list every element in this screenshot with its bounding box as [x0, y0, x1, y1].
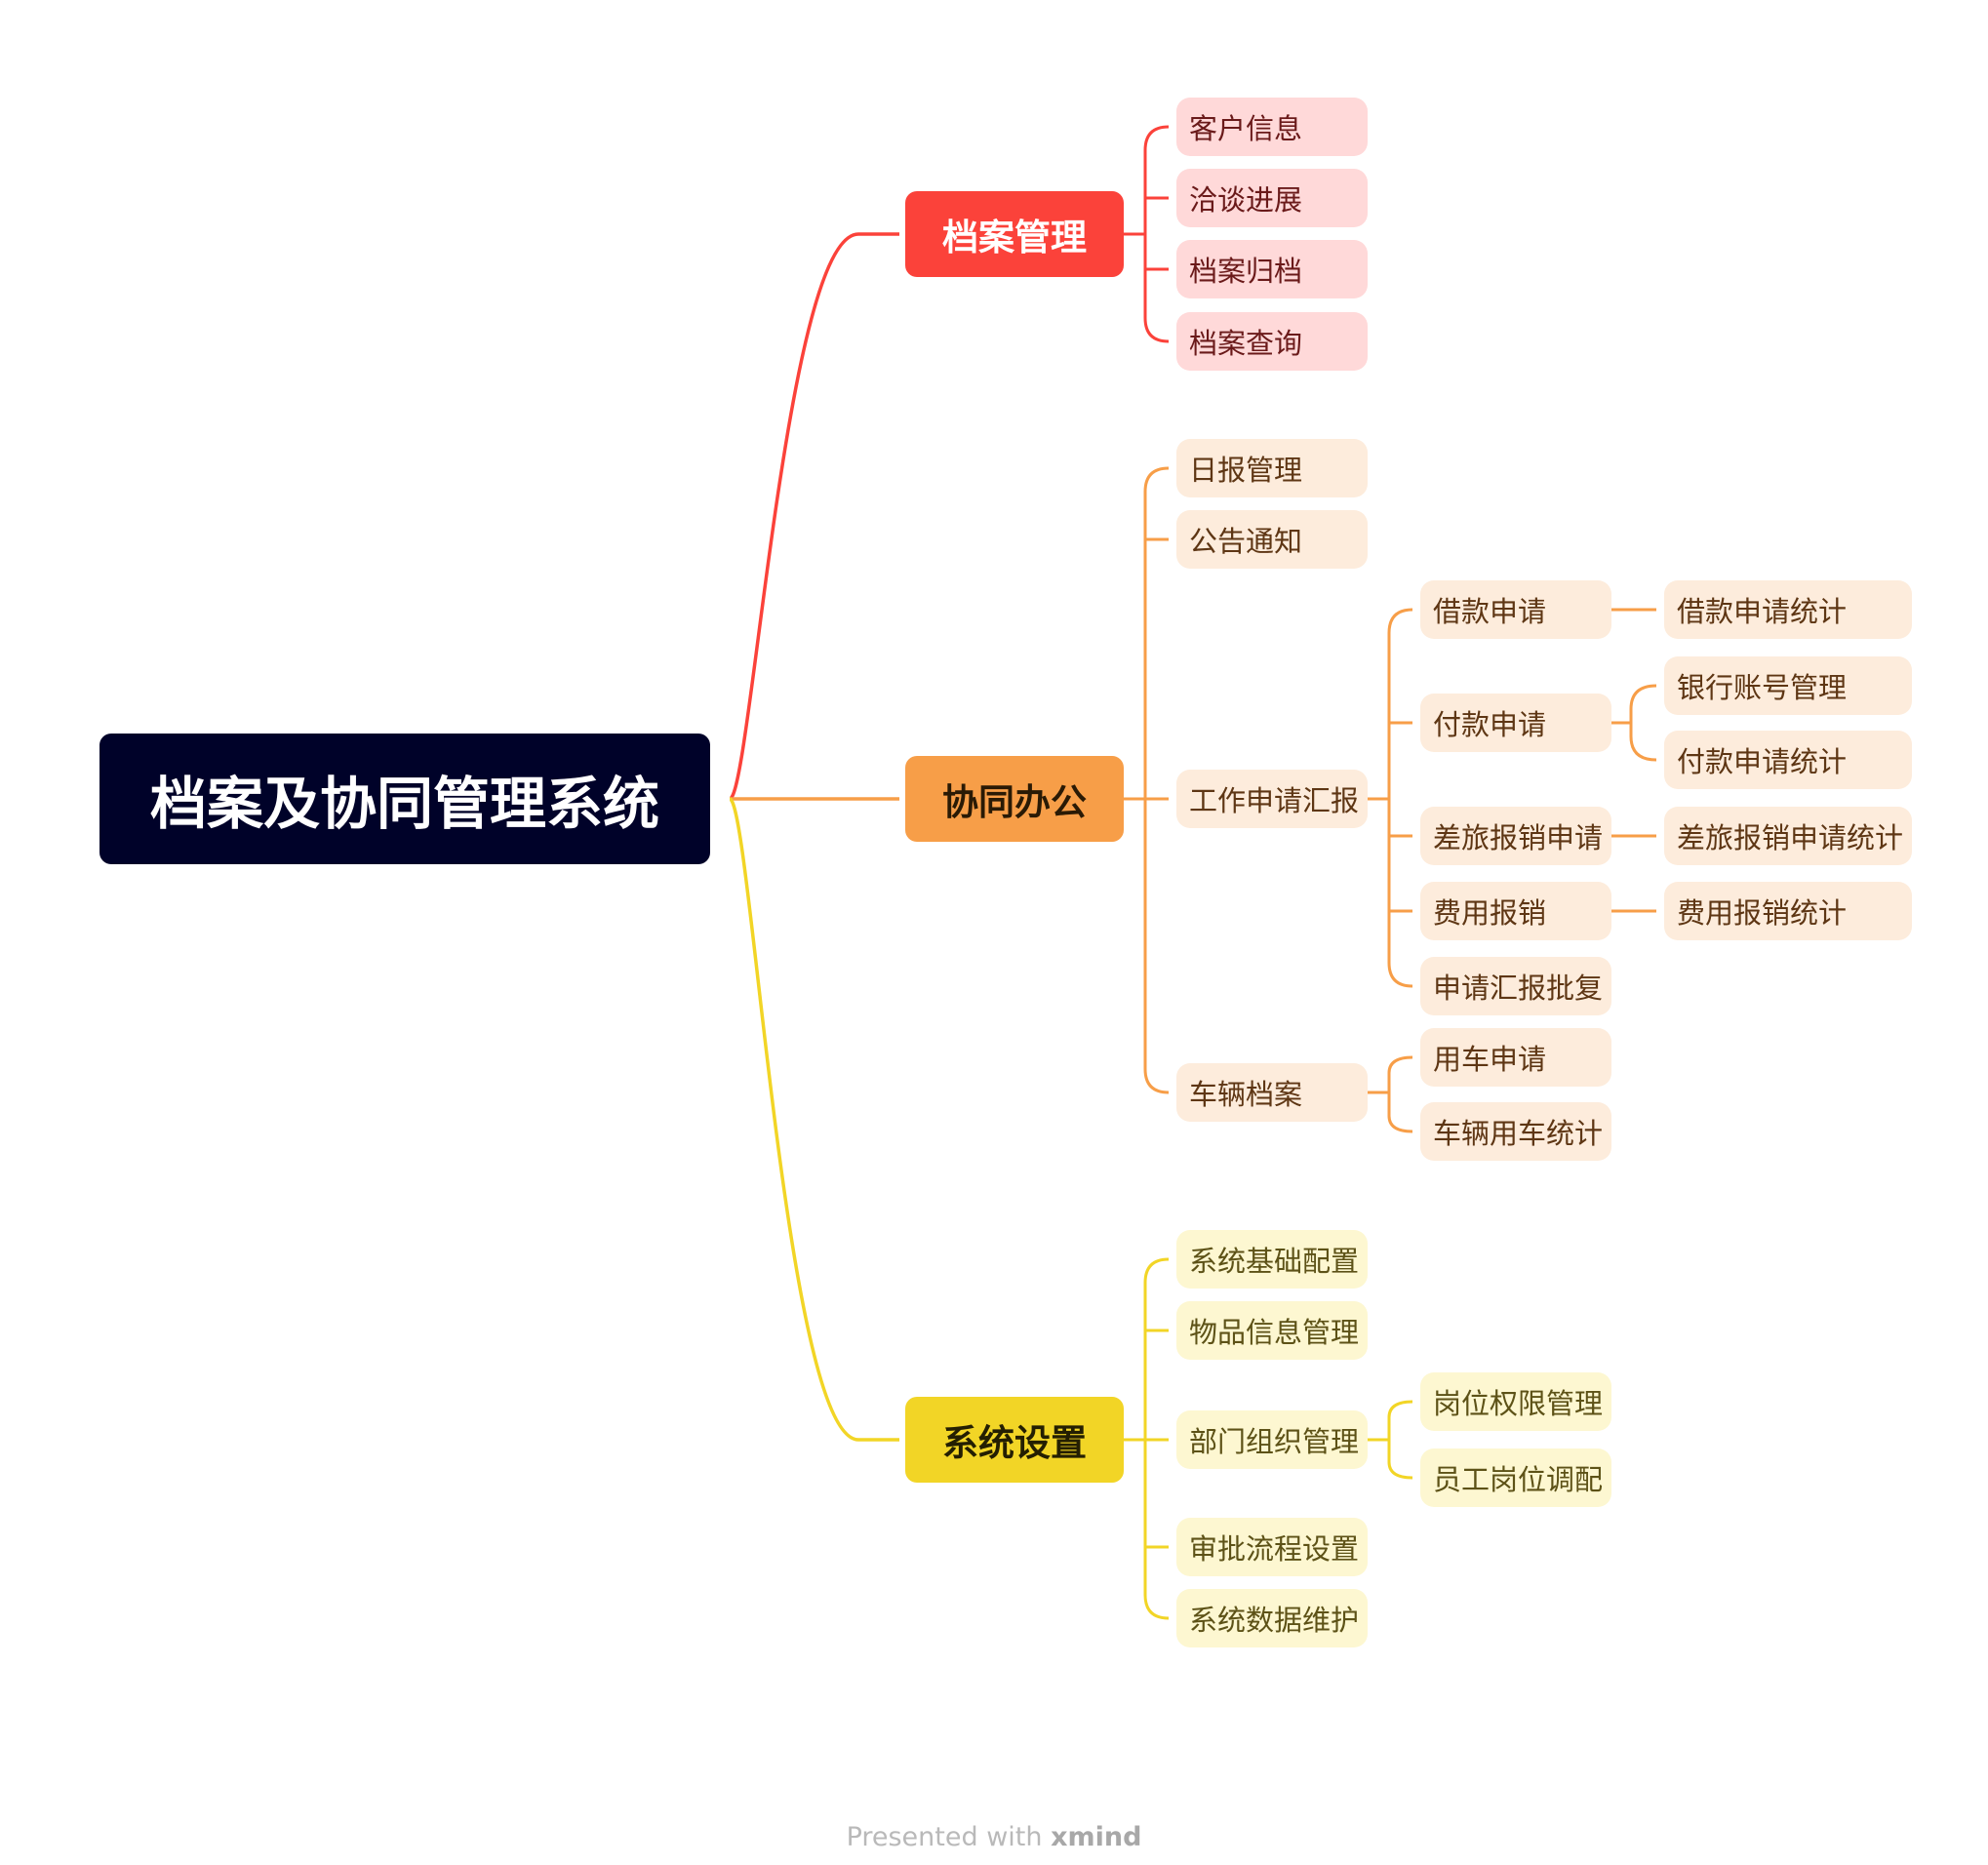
- subtopic-data-maintenance[interactable]: 系统数据维护: [1176, 1589, 1368, 1647]
- subtopic-approval-flow[interactable]: 审批流程设置: [1176, 1518, 1368, 1576]
- footer-brand: xmind: [1051, 1822, 1142, 1852]
- subtopic-expense-reimbursement[interactable]: 费用报销: [1420, 882, 1611, 940]
- topic-archive-management[interactable]: 档案管理: [905, 191, 1124, 277]
- subtopic-vehicle-request[interactable]: 用车申请: [1420, 1028, 1611, 1087]
- subtopic-loan-statistics[interactable]: 借款申请统计: [1664, 580, 1912, 639]
- topic-collaborative-office[interactable]: 协同办公: [905, 756, 1124, 842]
- subtopic-item-info[interactable]: 物品信息管理: [1176, 1301, 1368, 1360]
- links-archive: [1120, 125, 1170, 343]
- subtopic-basic-config[interactable]: 系统基础配置: [1176, 1230, 1368, 1289]
- subtopic-payment-application[interactable]: 付款申请: [1420, 694, 1611, 752]
- subtopic-travel-reimbursement[interactable]: 差旅报销申请: [1420, 807, 1611, 865]
- subtopic-staff-assignment[interactable]: 员工岗位调配: [1420, 1448, 1611, 1507]
- subtopic-customer-info[interactable]: 客户信息: [1176, 98, 1368, 156]
- link-root-settings: [728, 797, 899, 1442]
- subtopic-loan-application[interactable]: 借款申请: [1420, 580, 1611, 639]
- footer-prefix: Presented with: [846, 1822, 1052, 1852]
- footer-watermark: Presented with xmind: [0, 1822, 1988, 1852]
- subtopic-archive-filing[interactable]: 档案归档: [1176, 240, 1368, 298]
- subtopic-announcement[interactable]: 公告通知: [1176, 510, 1368, 569]
- subtopic-vehicle-usage-statistics[interactable]: 车辆用车统计: [1420, 1102, 1611, 1161]
- link-root-archive: [728, 232, 899, 801]
- subtopic-application-approval[interactable]: 申请汇报批复: [1420, 957, 1611, 1015]
- subtopic-daily-report[interactable]: 日报管理: [1176, 439, 1368, 497]
- subtopic-negotiation-progress[interactable]: 洽谈进展: [1176, 169, 1368, 227]
- subtopic-travel-statistics[interactable]: 差旅报销申请统计: [1664, 807, 1912, 865]
- subtopic-expense-statistics[interactable]: 费用报销统计: [1664, 882, 1912, 940]
- subtopic-department-org[interactable]: 部门组织管理: [1176, 1410, 1368, 1469]
- subtopic-position-permission[interactable]: 岗位权限管理: [1420, 1372, 1611, 1431]
- subtopic-payment-statistics[interactable]: 付款申请统计: [1664, 731, 1912, 789]
- subtopic-archive-query[interactable]: 档案查询: [1176, 312, 1368, 371]
- subtopic-vehicle-archive[interactable]: 车辆档案: [1176, 1063, 1368, 1122]
- links-settings: [1120, 1257, 1413, 1620]
- topic-system-settings[interactable]: 系统设置: [905, 1397, 1124, 1483]
- subtopic-work-application[interactable]: 工作申请汇报: [1176, 770, 1368, 828]
- links-collab: [1120, 466, 1657, 1133]
- subtopic-bank-account[interactable]: 银行账号管理: [1664, 656, 1912, 715]
- root-topic[interactable]: 档案及协同管理系统: [99, 734, 710, 864]
